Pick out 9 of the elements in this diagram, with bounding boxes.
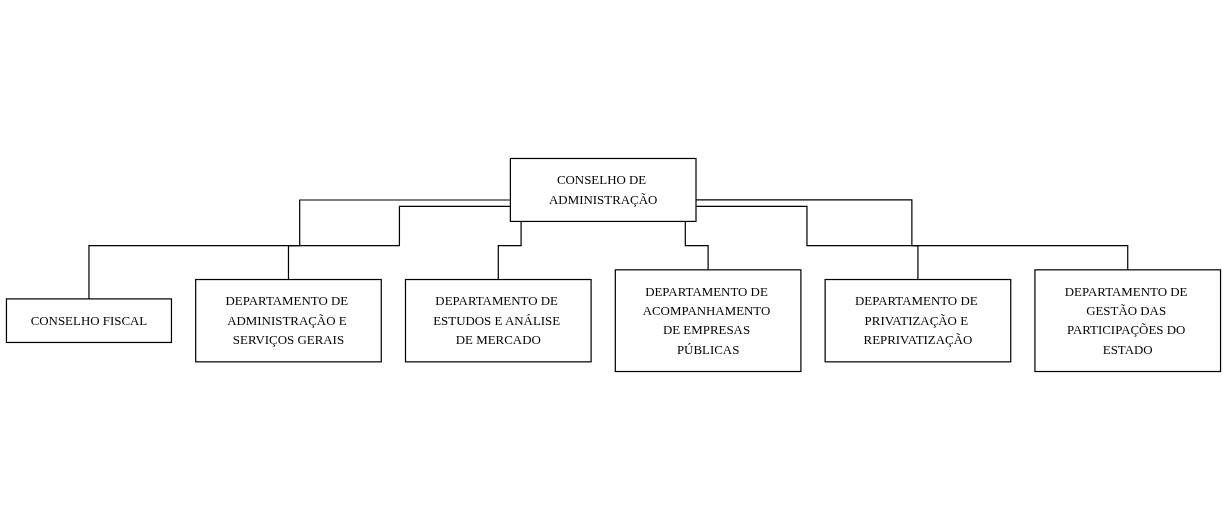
- node-box: CONSELHO DE ADMINISTRAÇÃO: [509, 157, 697, 223]
- connector: [287, 205, 511, 281]
- connector: [88, 199, 511, 300]
- node-box: DEPARTAMENTO DE GESTÃO DAS PARTICIPAÇÕES DO ESTADO: [1034, 269, 1222, 373]
- node-box: DEPARTAMENTO DE ACOMPANHAMENTO DE EMPRESAS PÚBLICAS: [614, 269, 802, 373]
- node-box: DEPARTAMENTO DE PRIVATIZAÇÃO E REPRIVATIZAÇÃO: [824, 278, 1012, 363]
- node-box: CONSELHO FISCAL: [5, 298, 173, 344]
- node-box: DEPARTAMENTO DE ESTUDOS E ANÁLISE DE MERCADO: [404, 278, 592, 363]
- node-box: DEPARTAMENTO DE ADMINISTRAÇÃO E SERVIÇOS GERAIS: [195, 278, 382, 363]
